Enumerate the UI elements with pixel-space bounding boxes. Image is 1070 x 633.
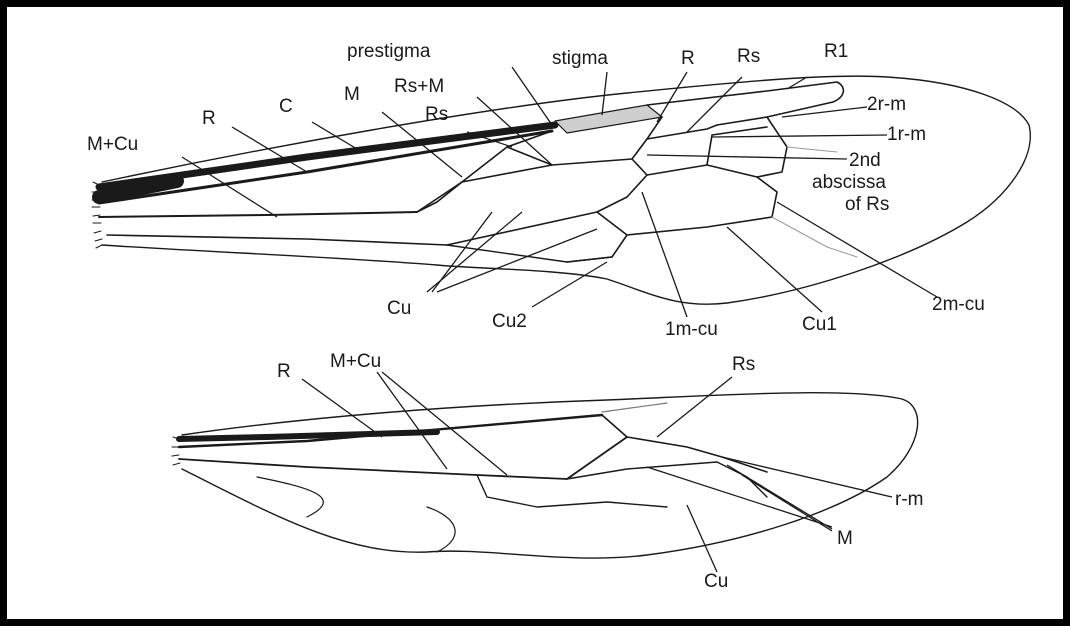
label-hw-cu: Cu <box>704 572 728 592</box>
leader-hw-m-b <box>727 465 832 529</box>
label-rs-mid: Rs <box>425 105 448 125</box>
leader-cu1 <box>727 227 822 312</box>
label-m: M <box>344 85 360 105</box>
wing-venation-diagram <box>7 7 1070 633</box>
label-cu: Cu <box>387 299 411 319</box>
label-r-lower: R <box>681 49 695 69</box>
r-vein <box>99 131 552 203</box>
label-rs-plus-m: Rs+M <box>394 77 444 97</box>
label-r1: R1 <box>824 42 848 62</box>
label-1m-cu: 1m-cu <box>665 320 718 340</box>
leader-c <box>312 122 362 152</box>
discal-cells <box>417 165 777 262</box>
label-hw-rs: Rs <box>732 355 755 375</box>
hindwing-m-vein <box>567 462 767 497</box>
hindwing-rs-vein <box>602 415 767 472</box>
label-2r-m: 2r-m <box>867 95 906 115</box>
label-1r-m: 1r-m <box>887 125 926 145</box>
hindwing-anal-lobes <box>257 477 455 552</box>
leader-2r-m <box>782 107 867 117</box>
label-cu1: Cu1 <box>802 315 837 335</box>
leader-hw-r <box>302 379 382 437</box>
label-m-plus-cu: M+Cu <box>87 135 138 155</box>
leader-1r-m <box>712 135 887 137</box>
label-c: C <box>279 97 293 117</box>
label-2nd: 2nd <box>849 150 881 171</box>
hindwing-leaders <box>302 372 892 572</box>
leader-hw-m-cu-a <box>377 372 447 469</box>
leader-r <box>657 72 687 122</box>
label-cu2: Cu2 <box>492 312 527 332</box>
label-hw-r: R <box>277 362 291 382</box>
label-prestigma: prestigma <box>347 42 430 62</box>
label-stigma: stigma <box>552 49 608 69</box>
leader-hw-m-cu-b <box>382 372 507 475</box>
leader-hw-rs <box>657 377 732 437</box>
m-cu-vein <box>99 212 417 217</box>
hindwing-cu-vein <box>477 475 667 507</box>
hindwing-outline <box>182 393 918 558</box>
leader-cu2 <box>532 262 607 307</box>
leader-prestigma <box>512 67 552 125</box>
hindwing-stigma <box>602 403 667 412</box>
leader-stigma <box>602 72 607 115</box>
leader-cu-b <box>432 212 492 292</box>
label-r: R <box>202 109 216 129</box>
label-of-rs: of Rs <box>845 194 889 215</box>
leader-hw-m-c <box>742 475 832 531</box>
hindwing <box>172 393 918 558</box>
label-hw-m: M <box>837 529 853 549</box>
label-2m-cu: 2m-cu <box>932 295 985 315</box>
label-abscissa: abscissa <box>812 172 886 193</box>
stigma-shape <box>555 105 662 133</box>
leader-2nd-abscissa <box>647 155 847 159</box>
label-hw-r-m: r-m <box>895 490 923 510</box>
label-hw-m-plus-cu: M+Cu <box>330 352 381 372</box>
leader-hw-cu <box>687 505 717 572</box>
label-rs-top: Rs <box>737 47 760 67</box>
